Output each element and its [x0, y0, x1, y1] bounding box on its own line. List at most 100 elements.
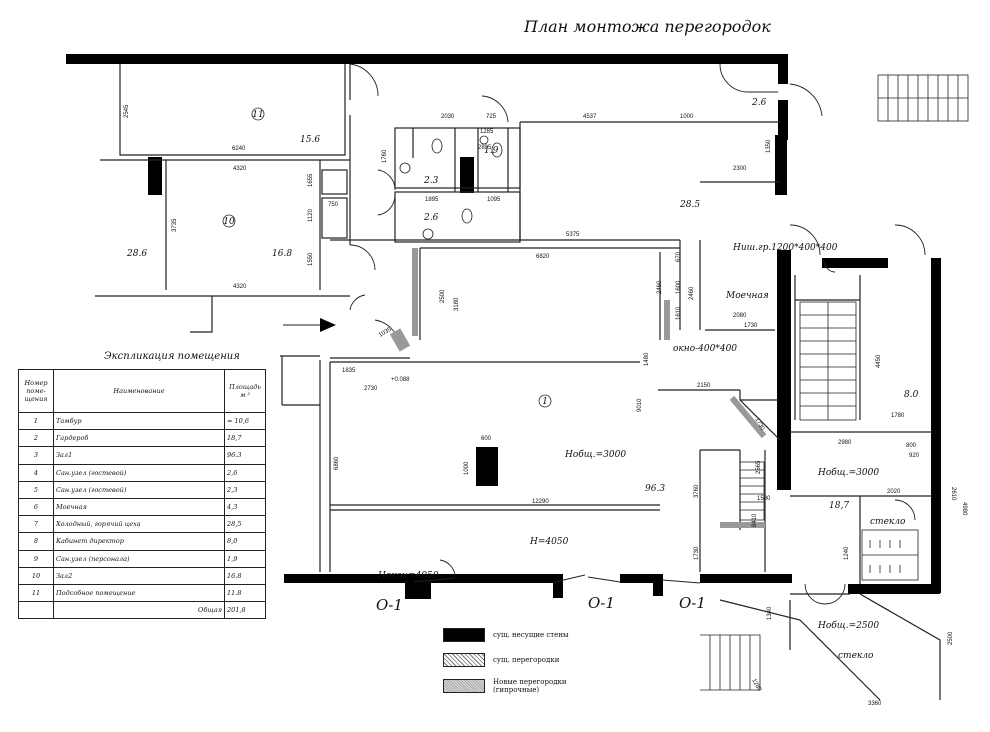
dim-label: 6860 [334, 456, 340, 470]
explication-table: Номер поме- щения Наименование Площадь м… [18, 369, 266, 620]
room-marker-11: 11 [252, 110, 263, 120]
dim-label: 12290 [532, 499, 549, 505]
table-cell: Кабинет директор [53, 532, 225, 551]
table-cell [18, 601, 54, 620]
room-name: Моечная [725, 291, 769, 301]
height-label: Н=4050 [529, 537, 569, 547]
table-cell: 10 [18, 566, 54, 585]
dim-label: 1285 [480, 129, 494, 135]
dim-label: 6820 [536, 254, 550, 260]
room-labels: 15.6 16.8 28.6 2.3 1.9 2.6 2.6 28.5 96.3… [126, 98, 919, 661]
dim-label: 4537 [583, 114, 597, 120]
dim-label: 2565 [756, 460, 762, 474]
dim-label: 725 [486, 114, 497, 120]
height-label: Нокон=4050 [377, 571, 439, 581]
dim-label: 2150 [697, 383, 711, 389]
dim-label: 1895 [425, 197, 439, 203]
dim-label: 1655 [308, 173, 314, 187]
area-label: 28.5 [679, 200, 700, 210]
dim-label: 2460 [689, 286, 695, 300]
table-cell: 11.8 [224, 583, 266, 603]
doors [349, 63, 926, 605]
dim-label: 1550 [308, 252, 314, 266]
area-label: 1.9 [484, 146, 499, 156]
total-label: Общая [53, 601, 225, 620]
table-cell: Тамбур [53, 411, 225, 431]
dim-label: 1835 [342, 368, 356, 374]
height-label: Нобщ.=3000 [564, 449, 626, 460]
dim-label: 2080 [733, 313, 747, 319]
table-cell: 7 [18, 515, 54, 534]
dim-label: 2980 [838, 440, 852, 446]
dim-label: 3760 [694, 484, 700, 498]
dim-label: 5375 [566, 232, 580, 238]
dim-label: 4320 [233, 166, 247, 172]
area-label: 16.8 [272, 249, 292, 259]
area-label: 8.0 [904, 390, 919, 400]
dim-label: 4320 [233, 284, 247, 290]
room-marker-10: 10 [223, 217, 235, 227]
axis-label: О-1 [588, 594, 615, 612]
dim-label: 670 [676, 251, 682, 262]
dim-label: 1760 [382, 149, 388, 163]
dim-label: +0.088 [391, 377, 410, 383]
dim-label: 4450 [876, 354, 882, 368]
table-cell: Зал1 [53, 446, 225, 465]
legend-label: Новые перегородки (гипрочные) [493, 678, 567, 694]
legend-partitions: сущ. перегородки [443, 653, 559, 667]
legend-bearing: сущ. несущие стены [443, 628, 569, 642]
area-label: 96.3 [645, 484, 665, 494]
height-label: Нобщ.=3000 [817, 467, 879, 478]
dim-label: 1095 [487, 197, 501, 203]
area-label: 2.3 [423, 176, 439, 186]
area-label: 2.6 [751, 98, 767, 108]
table-cell: Подсобное помещение [53, 583, 225, 603]
dim-label: 1340 [767, 606, 773, 620]
area-label: 15.6 [300, 135, 320, 145]
dim-label: 2460 [657, 280, 663, 294]
table-cell: 6 [18, 497, 54, 517]
dim-label: 800 [906, 443, 917, 449]
dim-label: 2300 [733, 166, 747, 172]
dim-label: 2895 [478, 145, 492, 151]
table-cell: 8 [18, 532, 54, 551]
dim-label: 1480 [644, 352, 650, 366]
dim-label: 1000 [680, 114, 694, 120]
dim-label: 2610 [950, 487, 956, 501]
table-cell: 1,9 [224, 549, 266, 568]
dim-label: 6240 [232, 146, 246, 152]
stairs [700, 74, 969, 691]
table-cell: 2,3 [224, 480, 266, 499]
room-marker-1: 1 [542, 397, 548, 407]
dim-label: 8410 [752, 513, 758, 527]
partition-swatch [443, 653, 485, 667]
dim-label: 1240 [844, 546, 850, 560]
legend-label: сущ. несущие стены [493, 631, 569, 639]
dim-label: 1350 [766, 139, 772, 153]
dim-label: 920 [909, 453, 920, 459]
dim-label: 1730 [744, 323, 758, 329]
entrance-arrow [283, 318, 336, 332]
area-label: 28.6 [126, 249, 147, 259]
partitions [95, 64, 941, 701]
hatched-partitions [389, 248, 767, 528]
dim-label: 3180 [454, 297, 460, 311]
table-header-row: Номер поме- щения Наименование Площадь м… [18, 369, 266, 413]
dim-label: 750 [328, 202, 339, 208]
table-cell: 2,6 [224, 463, 266, 482]
explication-title: Экспликация помещения [104, 351, 240, 362]
dim-label: 1000 [464, 461, 470, 475]
dim-label: 2020 [887, 489, 901, 495]
dim-label: 1780 [891, 413, 905, 419]
table-cell: 4,3 [224, 497, 266, 517]
dim-label: 1600 [676, 280, 682, 294]
dim-label: 4980 [961, 502, 967, 516]
